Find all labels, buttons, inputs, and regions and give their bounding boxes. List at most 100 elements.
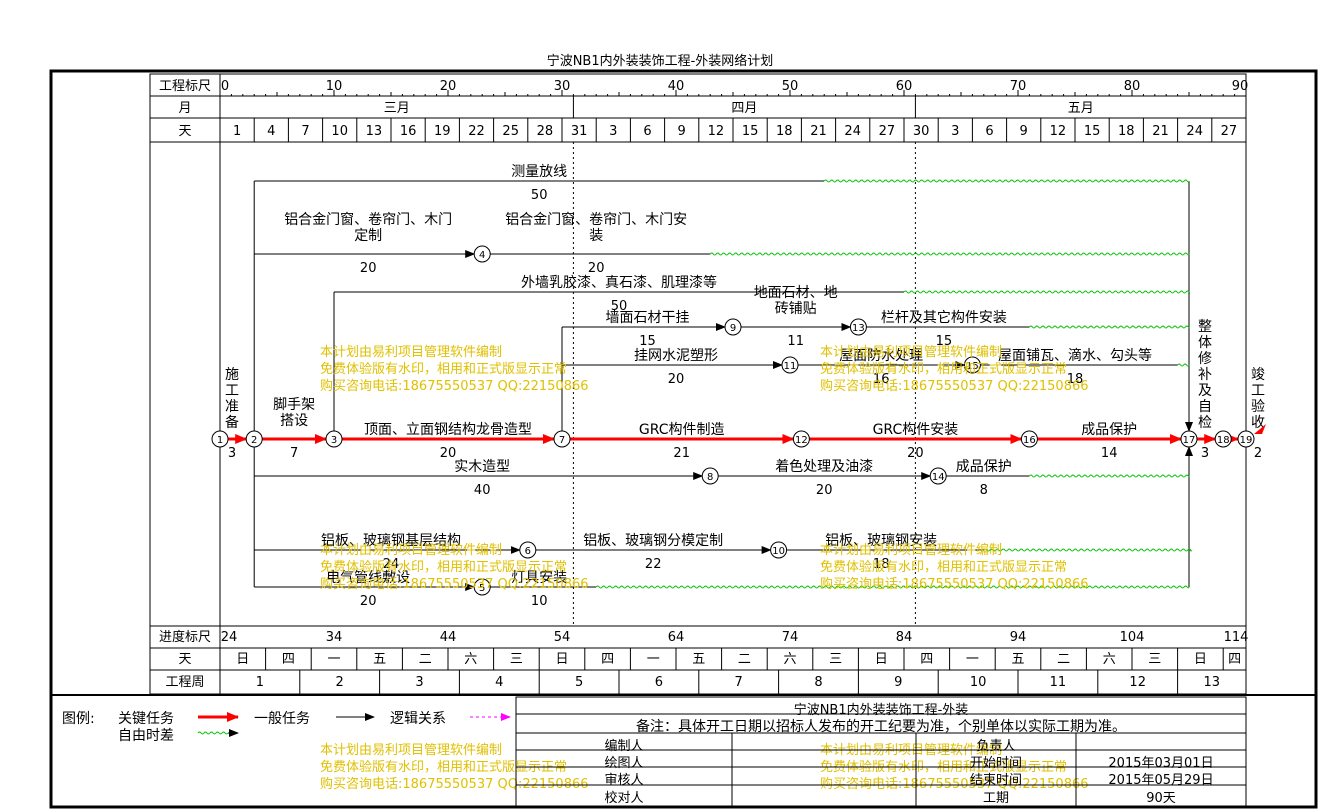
task-duration: 8 bbox=[980, 483, 988, 498]
progress-tick-label: 104 bbox=[1120, 630, 1145, 645]
weekday-label: 一 bbox=[647, 652, 660, 667]
progress-tick-label: 64 bbox=[668, 630, 685, 645]
weekday-label: 三 bbox=[1148, 652, 1161, 667]
event-node-number: 13 bbox=[852, 323, 865, 334]
watermark-text: 免费体验版有水印，相用和正式版显示正常 bbox=[320, 759, 567, 775]
finish-flag-icon bbox=[1254, 424, 1266, 434]
end-value: 2015年05月29日 bbox=[1108, 773, 1214, 788]
event-node bbox=[849, 318, 867, 336]
duration-label: 工期 bbox=[982, 791, 1009, 806]
watermark-text: 本计划由易利项目管理软件编制 bbox=[820, 345, 1002, 360]
day-label: 18 bbox=[776, 124, 793, 139]
start-label: 开始时间 bbox=[969, 756, 1022, 771]
progress-tick-label: 24 bbox=[221, 630, 238, 645]
free-float-wave bbox=[709, 252, 1190, 256]
watermark-text: 免费体验版有水印，相用和正式版显示正常 bbox=[320, 559, 567, 575]
week-label: 3 bbox=[415, 675, 423, 690]
week-label: 12 bbox=[1129, 675, 1146, 690]
weekday-label: 六 bbox=[1103, 652, 1116, 667]
task-label: 屋面防水处理 bbox=[839, 348, 923, 364]
task-duration: 20 bbox=[816, 483, 833, 498]
page-title: 宁波NB1内外装装饰工程-外装网络计划 bbox=[546, 54, 774, 69]
task-duration: 20 bbox=[440, 446, 457, 461]
event-node-number: 11 bbox=[784, 361, 797, 372]
watermark-text: 购买咨询电话:18675550537 QQ:22150866 bbox=[320, 576, 589, 592]
task-duration: 20 bbox=[360, 261, 377, 276]
reviewer-label: 审核人 bbox=[604, 773, 644, 788]
task-label: GRC构件制造 bbox=[639, 422, 725, 438]
task-duration: 20 bbox=[360, 594, 377, 609]
day-label: 24 bbox=[1186, 124, 1203, 139]
event-node-number: 5 bbox=[479, 583, 485, 594]
day-label: 22 bbox=[468, 124, 485, 139]
weekday-label: 五 bbox=[373, 652, 386, 667]
weekday-label: 一 bbox=[327, 652, 340, 667]
task-label: GRC构件安装 bbox=[873, 422, 959, 438]
task-duration: 24 bbox=[383, 557, 400, 572]
task-duration: 20 bbox=[668, 372, 685, 387]
task-label: 铝板、玻璃钢安装 bbox=[825, 532, 937, 549]
task-label: 电气管线敷设 bbox=[326, 570, 410, 586]
watermark-text: 本计划由易利项目管理软件编制 bbox=[320, 345, 502, 360]
day-label: 24 bbox=[844, 124, 861, 139]
task-duration: 11 bbox=[787, 334, 804, 349]
task-label: 脚手架 bbox=[273, 397, 315, 413]
ruler-tick-label: 0 bbox=[221, 79, 229, 94]
day-label: 3 bbox=[951, 124, 959, 139]
day-label: 27 bbox=[1221, 124, 1238, 139]
weekday-label: 日 bbox=[1194, 652, 1207, 667]
progress-tick-label: 84 bbox=[896, 630, 913, 645]
day-label: 28 bbox=[537, 124, 554, 139]
task-duration: 7 bbox=[290, 446, 298, 461]
event-node bbox=[929, 467, 947, 485]
day-label: 1 bbox=[233, 124, 241, 139]
task-label: 地面石材、地 bbox=[754, 285, 838, 301]
weekday-label: 三 bbox=[829, 652, 842, 667]
event-node bbox=[245, 430, 263, 448]
event-node bbox=[1237, 430, 1255, 448]
weekday-label: 六 bbox=[783, 652, 796, 667]
weekday-label: 二 bbox=[738, 652, 751, 667]
ruler-tick-label: 40 bbox=[668, 79, 685, 94]
ruler-row-label: 工程标尺 bbox=[159, 79, 211, 94]
day-label: 13 bbox=[366, 124, 383, 139]
free-float-wave bbox=[595, 585, 1190, 589]
task-label: 着色处理及油漆 bbox=[775, 458, 873, 475]
compiler-label: 编制人 bbox=[604, 739, 644, 754]
task-duration: 10 bbox=[531, 594, 548, 609]
day-label: 16 bbox=[400, 124, 417, 139]
owner-label: 负责人 bbox=[976, 739, 1016, 754]
day-row-label: 天 bbox=[178, 124, 191, 139]
weekday-label: 四 bbox=[282, 652, 295, 667]
event-node bbox=[1020, 430, 1038, 448]
free-float-wave bbox=[1029, 325, 1190, 329]
task-duration: 20 bbox=[907, 446, 924, 461]
ruler-tick-label: 70 bbox=[1010, 79, 1027, 94]
event-node-number: 9 bbox=[730, 323, 736, 334]
task-label: 铝合金门窗、卷帘门、木门 bbox=[284, 211, 452, 228]
task-label: 栏杆及其它构件安装 bbox=[881, 309, 1007, 326]
day-label: 4 bbox=[267, 124, 275, 139]
legend-label: 图例: bbox=[62, 711, 95, 727]
event-node bbox=[211, 430, 229, 448]
ruler-tick-label: 50 bbox=[782, 79, 799, 94]
free-float-wave bbox=[983, 548, 1192, 552]
legend-float-wave bbox=[197, 731, 229, 735]
event-node-number: 19 bbox=[1240, 435, 1253, 446]
watermark-text: 免费体验版有水印，相用和正式版显示正常 bbox=[320, 361, 567, 377]
task-label: 成品保护 bbox=[956, 459, 1012, 475]
watermark-text: 购买咨询电话:18675550537 QQ:22150866 bbox=[820, 776, 1089, 792]
task-duration: 50 bbox=[611, 299, 628, 314]
month-label: 三月 bbox=[384, 101, 410, 116]
ruler-tick-label: 60 bbox=[896, 79, 913, 94]
event-node bbox=[473, 245, 491, 263]
task-label: 装 bbox=[589, 228, 603, 244]
progress-tick-label: 74 bbox=[782, 630, 799, 645]
event-node bbox=[1180, 430, 1198, 448]
watermark-text: 本计划由易利项目管理软件编制 bbox=[320, 743, 502, 758]
day-label: 19 bbox=[434, 124, 451, 139]
task-label-vertical: 整体修补及自检 bbox=[1198, 319, 1212, 431]
ruler-tick-label: 20 bbox=[440, 79, 457, 94]
event-node bbox=[473, 578, 491, 596]
legend-critical-label: 关键任务 bbox=[118, 711, 174, 727]
